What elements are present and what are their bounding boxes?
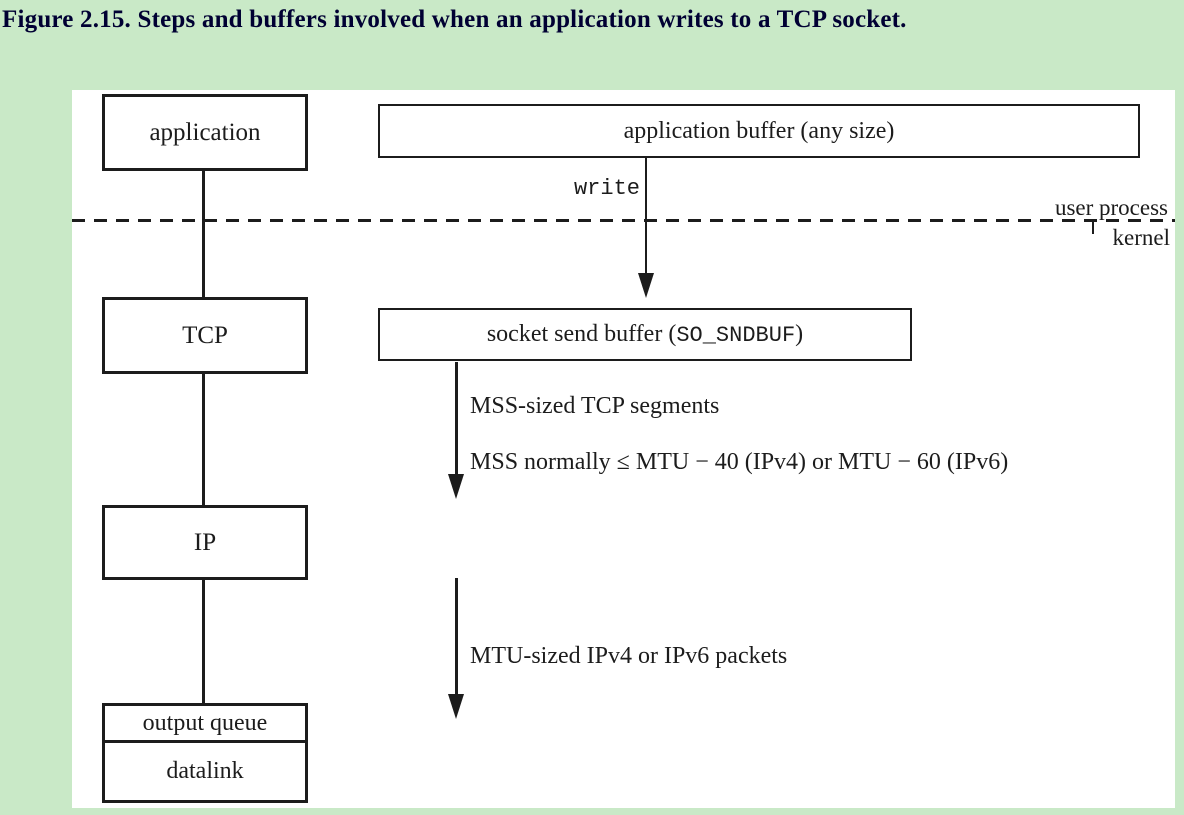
mss-size-label: MSS normally ≤ MTU − 40 (IPv4) or MTU − … — [470, 449, 1009, 475]
ip-box-label: IP — [193, 528, 217, 556]
mtu-arrow-line — [455, 578, 458, 695]
kernel-tick-line — [1092, 221, 1094, 234]
user-process-label: user process — [1054, 195, 1168, 220]
mtu-packets-label: MTU-sized IPv4 or IPv6 packets — [470, 643, 788, 669]
figure-caption: Figure 2.15. Steps and buffers involved … — [2, 6, 907, 33]
write-arrow-line — [645, 158, 647, 274]
write-arrow-head — [638, 273, 654, 298]
write-label: write — [573, 176, 640, 201]
connector-line-ip-outputqueue — [202, 580, 205, 703]
so-sndbuf-code: SO_SNDBUF — [676, 323, 796, 348]
tcp-box-label: TCP — [182, 321, 228, 349]
application-buffer-box-label: application buffer (any size) — [623, 117, 895, 144]
application-box: application — [102, 94, 308, 171]
mtu-arrow-head — [448, 694, 464, 719]
datalink-box-label: datalink — [166, 758, 244, 784]
socket-send-buffer-text: socket send buffer ( — [486, 321, 677, 347]
mss-arrow-line — [455, 362, 458, 475]
connector-line-tcp-ip — [202, 374, 205, 505]
user-kernel-divider — [72, 219, 1175, 222]
application-box-label: application — [149, 118, 261, 146]
diagram-panel — [72, 90, 1175, 808]
socket-send-buffer-text-close: ) — [795, 321, 804, 347]
mss-arrow-head — [448, 474, 464, 499]
kernel-label: kernel — [1112, 225, 1170, 250]
output-queue-box: output queue — [102, 703, 308, 743]
output-queue-box-label: output queue — [142, 709, 268, 736]
datalink-box: datalink — [102, 740, 308, 803]
application-buffer-box: application buffer (any size) — [378, 104, 1140, 158]
ip-box: IP — [102, 505, 308, 580]
mss-segments-label: MSS-sized TCP segments — [470, 393, 720, 419]
tcp-box: TCP — [102, 297, 308, 374]
connector-line-application-tcp — [202, 171, 205, 297]
socket-send-buffer-box-label: socket send buffer (SO_SNDBUF) — [487, 321, 803, 348]
socket-send-buffer-box: socket send buffer (SO_SNDBUF) — [378, 308, 912, 361]
